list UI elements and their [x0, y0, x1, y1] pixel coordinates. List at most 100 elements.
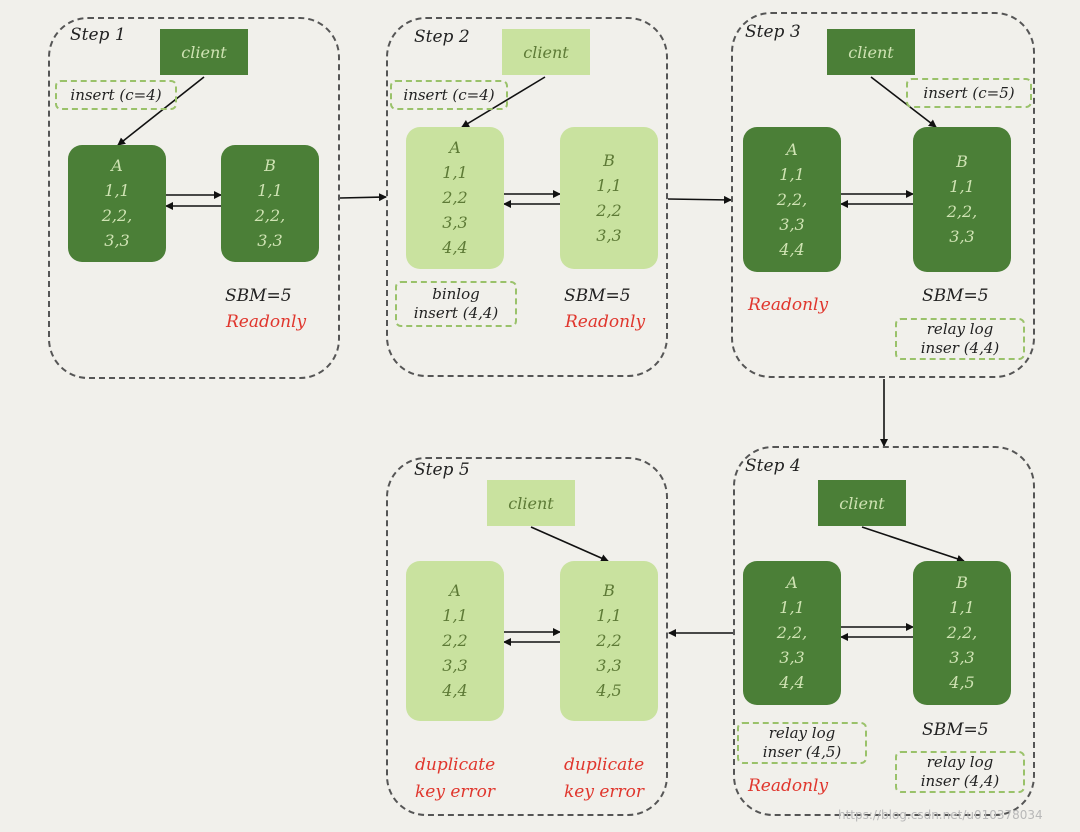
node-label: B: [603, 150, 615, 170]
client-arrow-step4: [861, 526, 965, 563]
step-3-client: client: [827, 29, 915, 75]
step-2-binlog-note: binlog insert (4,4): [395, 281, 517, 327]
step-3-node-b: B 1,1 2,2, 3,3: [913, 127, 1011, 272]
error-line: duplicate: [564, 755, 645, 775]
step-2-node-b: B 1,1 2,2 3,3: [560, 127, 658, 269]
node-label: B: [264, 156, 276, 175]
step-3-title: Step 3: [745, 22, 801, 42]
node-label: B: [956, 152, 968, 171]
relay-line: relay log: [768, 724, 836, 742]
step-2-title: Step 2: [414, 27, 470, 47]
step-1-title: Step 1: [70, 25, 126, 45]
node-row: 3,3: [596, 225, 622, 245]
node-row: 2,2,: [101, 206, 133, 225]
step-2-client: client: [502, 29, 590, 75]
node-row: 4,5: [596, 681, 622, 700]
node-row: 1,1: [949, 598, 975, 617]
client-arrow-step1: [117, 76, 205, 146]
step-5-client: client: [487, 480, 575, 526]
client-arrow-step2: [461, 76, 546, 128]
node-row: 1,1: [779, 164, 805, 184]
relay-line: relay log: [926, 320, 994, 338]
node-row: 2,2,: [946, 623, 978, 642]
relay-line: inser (4,5): [762, 743, 842, 761]
step-4-relay-b-note: relay log inser (4,4): [895, 751, 1025, 793]
step-3-readonly: Readonly: [748, 295, 829, 315]
step-5-title: Step 5: [414, 460, 470, 480]
step-2-node-a: A 1,1 2,2 3,3 4,4: [406, 127, 504, 269]
error-line: duplicate: [415, 755, 496, 775]
node-label: A: [786, 139, 798, 159]
step-1-node-a: A 1,1 2,2, 3,3: [68, 145, 166, 262]
node-row: 1,1: [442, 606, 468, 625]
node-row: 2,2: [442, 631, 468, 650]
node-row: 1,1: [596, 606, 622, 625]
node-label: B: [956, 573, 968, 592]
step-4-node-a: A 1,1 2,2, 3,3 4,4: [743, 561, 841, 705]
node-row: 2,2: [442, 188, 468, 207]
client-arrow-step3: [870, 76, 937, 128]
node-row: 3,3: [596, 656, 622, 675]
node-row: 4,4: [442, 238, 468, 257]
node-row: 2,2,: [946, 202, 978, 221]
step-5-error-a: duplicate key error: [415, 752, 495, 806]
node-row: 1,1: [442, 163, 468, 182]
node-row: 3,3: [442, 656, 468, 675]
node-row: 4,4: [442, 681, 468, 700]
node-row: 2,2,: [776, 623, 808, 642]
step-2-insert-text: insert (c=4): [403, 85, 495, 104]
node-row: 3,3: [442, 213, 468, 232]
node-row: 3,3: [949, 648, 975, 667]
client-arrow-step5: [530, 526, 609, 562]
step-4-panel: [733, 446, 1035, 816]
node-row: 2,2,: [776, 189, 808, 209]
error-line: key error: [564, 782, 645, 802]
step-3-panel: [731, 12, 1035, 378]
step-5-node-a: A 1,1 2,2 3,3 4,4: [406, 561, 504, 721]
flow-arrow-1-to-2: [339, 193, 387, 202]
node-row: 1,1: [596, 175, 622, 195]
node-row: 4,4: [779, 239, 805, 259]
step-2-readonly: Readonly: [565, 312, 646, 332]
node-row: 2,2,: [254, 206, 286, 225]
step-5-node-b: B 1,1 2,2 3,3 4,5: [560, 561, 658, 721]
relay-line: inser (4,4): [920, 339, 1000, 357]
watermark: https://blog.csdn.net/u010378034: [838, 808, 1043, 822]
step-3-node-a: A 1,1 2,2, 3,3 4,4: [743, 127, 841, 272]
node-row: 3,3: [104, 231, 130, 250]
node-row: 3,3: [779, 648, 805, 667]
node-row: 1,1: [257, 181, 283, 200]
binlog-line: binlog: [432, 285, 480, 303]
node-row: 1,1: [779, 598, 805, 617]
step-1-sbm: SBM=5: [225, 286, 292, 306]
step-4-sbm: SBM=5: [922, 720, 989, 740]
node-row: 2,2: [596, 200, 622, 220]
flow-arrow-2-to-3: [667, 195, 732, 204]
step-1-panel: [48, 17, 340, 379]
node-row: 1,1: [949, 177, 975, 196]
step-2-insert-note: insert (c=4): [390, 80, 508, 110]
step-1-node-b: B 1,1 2,2, 3,3: [221, 145, 319, 262]
step-3-insert-text: insert (c=5): [923, 83, 1015, 102]
node-row: 3,3: [949, 227, 975, 246]
node-row: 4,4: [779, 673, 805, 692]
step-1-readonly: Readonly: [226, 312, 307, 332]
relay-line: relay log: [926, 753, 994, 771]
step-4-relay-a-note: relay log inser (4,5): [737, 722, 867, 764]
relay-line: inser (4,4): [920, 772, 1000, 790]
step-1-insert-text: insert (c=4): [70, 85, 162, 104]
node-row: 3,3: [779, 214, 805, 234]
step-2-sbm: SBM=5: [564, 286, 631, 306]
step-5-panel: [386, 457, 668, 816]
step-4-node-b: B 1,1 2,2, 3,3 4,5: [913, 561, 1011, 705]
binlog-line: insert (4,4): [413, 304, 499, 322]
node-label: B: [603, 581, 615, 600]
step-3-relay-note: relay log inser (4,4): [895, 318, 1025, 360]
step-5-error-b: duplicate key error: [564, 752, 644, 806]
step-4-client: client: [818, 480, 906, 526]
node-label: A: [111, 156, 123, 175]
step-2-panel: [386, 17, 668, 377]
error-line: key error: [415, 782, 496, 802]
step-3-insert-note: insert (c=5): [906, 78, 1032, 108]
